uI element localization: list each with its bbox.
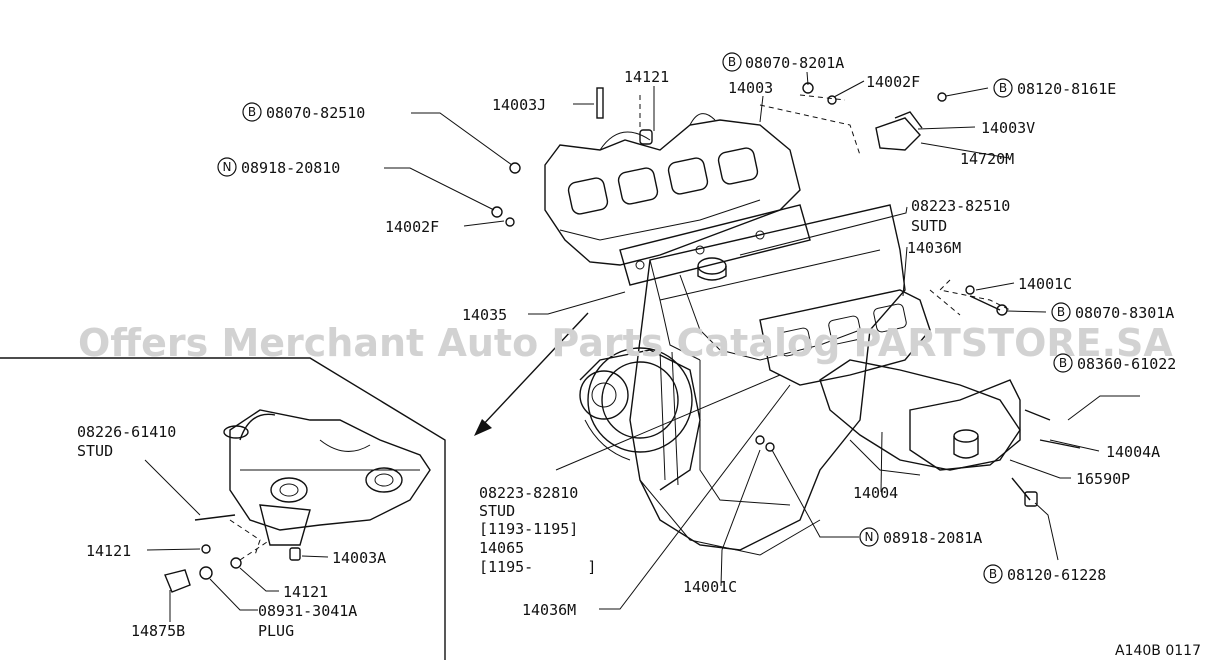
callout-label: 14875B bbox=[131, 622, 185, 640]
callout-label: 08120-61228 bbox=[1007, 566, 1106, 584]
callout-label: 16590P bbox=[1076, 470, 1130, 488]
callout-sublabel: PLUG bbox=[258, 622, 294, 640]
callout-sublabel: STUD bbox=[479, 502, 515, 520]
exhaust-manifold-drawing bbox=[544, 113, 811, 286]
callout-label: 08931-3041A bbox=[258, 602, 357, 620]
callout-label: 08070-8201A bbox=[745, 54, 844, 72]
intake-manifold-drawing bbox=[759, 289, 1021, 476]
engine-block-drawing bbox=[579, 204, 906, 556]
svg-text:B: B bbox=[1059, 356, 1067, 370]
callout-labels: B 08070-8201A 14121 14003J 14003 14002F … bbox=[77, 52, 1176, 640]
callout-sublabel: SUTD bbox=[911, 217, 947, 235]
svg-text:B: B bbox=[248, 105, 256, 119]
callout-label: 14121 bbox=[283, 583, 328, 601]
callout-label: 08120-8161E bbox=[1017, 80, 1116, 98]
callout-label: 14001C bbox=[1018, 275, 1072, 293]
badge-b-icon: B bbox=[1053, 353, 1073, 373]
callout-label: 14036M bbox=[907, 239, 961, 257]
callout-label: 08360-61022 bbox=[1077, 355, 1176, 373]
svg-text:B: B bbox=[728, 55, 736, 69]
callout-label: 14002F bbox=[866, 73, 920, 91]
assembly-dashed-lines bbox=[229, 94, 1011, 561]
inset-frame bbox=[0, 357, 446, 660]
callout-label: 14003J bbox=[492, 96, 546, 114]
badge-n-icon: N bbox=[859, 527, 879, 547]
badge-b-icon: B bbox=[993, 78, 1013, 98]
svg-text:B: B bbox=[999, 81, 1007, 95]
callout-label: 14003V bbox=[981, 119, 1035, 137]
callout-label: 14121 bbox=[624, 68, 669, 86]
callout-label: 08070-8301A bbox=[1075, 304, 1174, 322]
svg-text:N: N bbox=[865, 530, 874, 544]
badge-n-icon: N bbox=[217, 157, 237, 177]
callout-label: 08070-82510 bbox=[266, 104, 365, 122]
inset-manifold-drawing bbox=[223, 409, 431, 546]
badge-b-icon: B bbox=[722, 52, 742, 72]
leader-lines bbox=[144, 71, 1140, 622]
svg-text:B: B bbox=[989, 567, 997, 581]
callout-label: 08226-61410 bbox=[77, 423, 176, 441]
callout-label: 08918-20810 bbox=[241, 159, 340, 177]
badge-b-icon: B bbox=[242, 102, 262, 122]
direction-arrow bbox=[474, 312, 589, 436]
callout-sublabel: [1193-1195] bbox=[479, 520, 578, 538]
callout-sublabel: STUD bbox=[77, 442, 113, 460]
callout-sublabel: [1195- ] bbox=[479, 558, 596, 576]
watermark: Offers Merchant Auto Parts Catalog PARTS… bbox=[78, 321, 1173, 365]
diagram-reference-code: A140B 0117 bbox=[1115, 643, 1201, 659]
callout-label: 08223-82510 bbox=[911, 197, 1010, 215]
callout-label: 08223-82810 bbox=[479, 484, 578, 502]
badge-b-icon: B bbox=[983, 564, 1003, 584]
callout-label: 14004A bbox=[1106, 443, 1160, 461]
callout-label: 14121 bbox=[86, 542, 131, 560]
callout-label: 14004 bbox=[853, 484, 898, 502]
callout-label: 14720M bbox=[960, 150, 1014, 168]
callout-label: 14003A bbox=[332, 549, 386, 567]
svg-text:N: N bbox=[223, 160, 232, 174]
callout-label: 08918-2081A bbox=[883, 529, 982, 547]
callout-label: 14001C bbox=[683, 578, 737, 596]
svg-text:B: B bbox=[1057, 305, 1065, 319]
callout-label: 14036M bbox=[522, 601, 576, 619]
callout-label: 14003 bbox=[728, 79, 773, 97]
callout-label: 14002F bbox=[385, 218, 439, 236]
callout-sublabel: 14065 bbox=[479, 539, 524, 557]
callout-label: 14035 bbox=[462, 306, 507, 324]
badge-b-icon: B bbox=[1051, 302, 1071, 322]
